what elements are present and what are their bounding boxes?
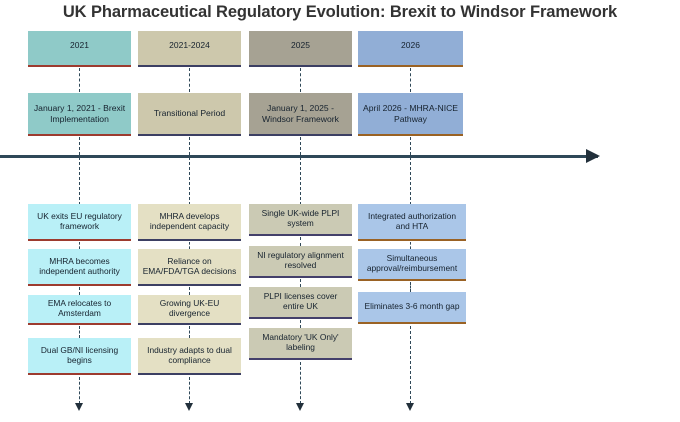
detail-box-c4-r1[interactable]: Integrated authorization and HTA — [358, 204, 466, 241]
connector-c3-r1-r2 — [300, 237, 301, 246]
era-label: 2021-2024 — [169, 40, 210, 50]
detail-box-c2-r4[interactable]: Industry adapts to dual compliance — [138, 338, 241, 375]
connector-c2-tail — [189, 377, 190, 404]
connector-c2-r3-r4 — [189, 326, 190, 338]
connector-event-axis-2 — [189, 137, 190, 205]
detail-box-c4-r3[interactable]: Eliminates 3-6 month gap — [358, 292, 466, 324]
connector-era-event-2 — [189, 68, 190, 92]
detail-label: UK exits EU regulatory framework — [37, 210, 122, 231]
connector-c4-arrowhead-icon — [406, 403, 414, 411]
detail-label: Integrated authorization and HTA — [368, 210, 456, 231]
detail-box-c2-r2[interactable]: Reliance on EMA/FDA/TGA decisions — [138, 249, 241, 286]
detail-label: EMA relocates to Amsterdam — [47, 298, 112, 318]
page-title: UK Pharmaceutical Regulatory Evolution: … — [62, 3, 618, 21]
detail-label: Eliminates 3-6 month gap — [364, 301, 460, 312]
detail-label: Industry adapts to dual compliance — [147, 344, 232, 365]
detail-box-c2-r1[interactable]: MHRA develops independent capacity — [138, 204, 241, 241]
connector-c4-r1-r2 — [410, 242, 411, 249]
connector-c4-tail — [410, 326, 411, 404]
connector-era-event-3 — [300, 68, 301, 92]
connector-c2-r2-r3 — [189, 287, 190, 295]
connector-c1-r3-r4 — [79, 326, 80, 338]
event-label: January 1, 2025 - Windsor Framework — [262, 103, 339, 124]
era-label: 2025 — [291, 40, 310, 50]
detail-box-c2-r3[interactable]: Growing UK-EU divergence — [138, 295, 241, 325]
timeline-arrowhead-icon — [586, 149, 600, 163]
event-box-brexit-implementation[interactable]: January 1, 2021 - Brexit Implementation — [28, 93, 131, 136]
detail-label: Simultaneous approval/reimbursement — [366, 253, 458, 273]
era-label: 2026 — [401, 40, 420, 50]
detail-label: Dual GB/NI licensing begins — [40, 344, 119, 365]
era-box-2025[interactable]: 2025 — [249, 31, 352, 67]
detail-label: Growing UK-EU divergence — [159, 298, 220, 318]
detail-box-c1-r3[interactable]: EMA relocates to Amsterdam — [28, 295, 131, 325]
connector-c1-r1-r2 — [79, 242, 80, 249]
detail-box-c3-r3[interactable]: PLPI licenses cover entire UK — [249, 287, 352, 319]
connector-c1-arrowhead-icon — [75, 403, 83, 411]
connector-c4-r2-r3 — [410, 282, 411, 292]
connector-c1-tail — [79, 377, 80, 404]
era-box-2026[interactable]: 2026 — [358, 31, 463, 67]
detail-label: Reliance on EMA/FDA/TGA decisions — [142, 255, 237, 276]
detail-label: Single UK-wide PLPI system — [261, 208, 340, 228]
era-box-2021[interactable]: 2021 — [28, 31, 131, 67]
connector-event-axis-1 — [79, 137, 80, 205]
detail-label: Mandatory 'UK Only' labeling — [262, 332, 339, 352]
era-box-2021-2024[interactable]: 2021-2024 — [138, 31, 241, 67]
connector-c1-r2-r3 — [79, 287, 80, 295]
connector-event-axis-4 — [410, 137, 411, 205]
connector-c3-r3-r4 — [300, 320, 301, 328]
connector-era-event-1 — [79, 68, 80, 92]
detail-label: MHRA develops independent capacity — [149, 210, 230, 231]
event-label: Transitional Period — [153, 108, 226, 119]
timeline-axis-line — [0, 155, 598, 158]
connector-c3-r2-r3 — [300, 279, 301, 287]
detail-box-c1-r2[interactable]: MHRA becomes independent authority — [28, 249, 131, 286]
event-box-windsor-framework[interactable]: January 1, 2025 - Windsor Framework — [249, 93, 352, 136]
connector-c2-r1-r2 — [189, 242, 190, 249]
connector-c3-tail — [300, 362, 301, 404]
detail-label: PLPI licenses cover entire UK — [263, 291, 338, 311]
connector-era-event-4 — [410, 68, 411, 92]
detail-box-c1-r4[interactable]: Dual GB/NI licensing begins — [28, 338, 131, 375]
connector-event-axis-3 — [300, 137, 301, 205]
detail-box-c4-r2[interactable]: Simultaneous approval/reimbursement — [358, 249, 466, 281]
detail-label: NI regulatory alignment resolved — [257, 250, 344, 270]
detail-box-c3-r2[interactable]: NI regulatory alignment resolved — [249, 246, 352, 278]
detail-label: MHRA becomes independent authority — [39, 255, 120, 276]
era-label: 2021 — [70, 40, 89, 50]
connector-c2-arrowhead-icon — [185, 403, 193, 411]
detail-box-c3-r1[interactable]: Single UK-wide PLPI system — [249, 204, 352, 236]
event-box-transitional-period[interactable]: Transitional Period — [138, 93, 241, 136]
event-box-mhra-nice-pathway[interactable]: April 2026 - MHRA-NICE Pathway — [358, 93, 463, 136]
connector-c3-arrowhead-icon — [296, 403, 304, 411]
detail-box-c1-r1[interactable]: UK exits EU regulatory framework — [28, 204, 131, 241]
detail-box-c3-r4[interactable]: Mandatory 'UK Only' labeling — [249, 328, 352, 360]
event-label: January 1, 2021 - Brexit Implementation — [33, 103, 126, 124]
event-label: April 2026 - MHRA-NICE Pathway — [362, 103, 459, 124]
